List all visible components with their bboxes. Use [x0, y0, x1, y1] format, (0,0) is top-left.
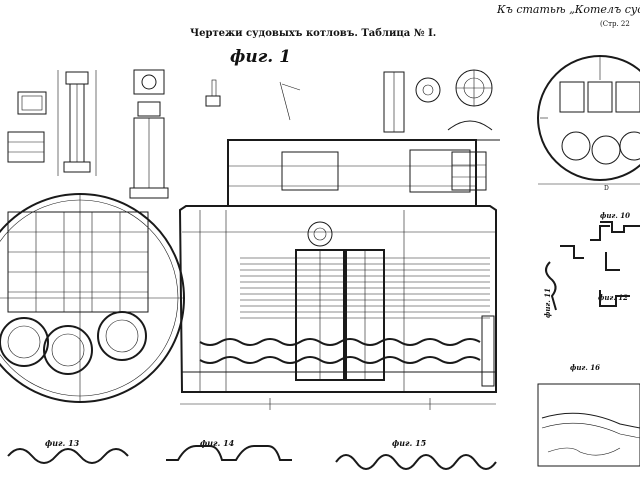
article-reference: Къ статьѣ „Котелъ судо — [496, 3, 640, 16]
corrugation-profiles — [7, 445, 497, 470]
top-left-details — [7, 69, 301, 199]
fig16-drawing — [537, 383, 640, 467]
page-reference: (Стр. 22 — [600, 20, 630, 28]
fig11-caption: фиг. 11 — [543, 288, 552, 318]
fig16-caption: фиг. 16 — [570, 363, 600, 372]
tube-grid — [8, 212, 148, 312]
fig1-caption: фиг. 1 — [230, 47, 291, 67]
fig14-caption: фиг. 14 — [200, 438, 235, 448]
plate-title: Чертежи судовыхъ котловъ. Таблица № I. — [190, 28, 436, 39]
fig13-caption: фиг. 13 — [45, 438, 80, 448]
boiler-front-view — [0, 193, 185, 403]
fig15-caption: фиг. 15 — [392, 438, 427, 448]
seam-profiles-right — [545, 221, 640, 311]
fig12-caption: фиг. 12 — [598, 293, 628, 302]
boiler-longitudinal-section — [178, 139, 497, 410]
boiler-cross-section-right: D — [537, 55, 640, 192]
top-right-details — [383, 69, 500, 191]
svg-text:D: D — [604, 185, 609, 192]
fig10-caption: фиг. 10 — [600, 211, 630, 220]
